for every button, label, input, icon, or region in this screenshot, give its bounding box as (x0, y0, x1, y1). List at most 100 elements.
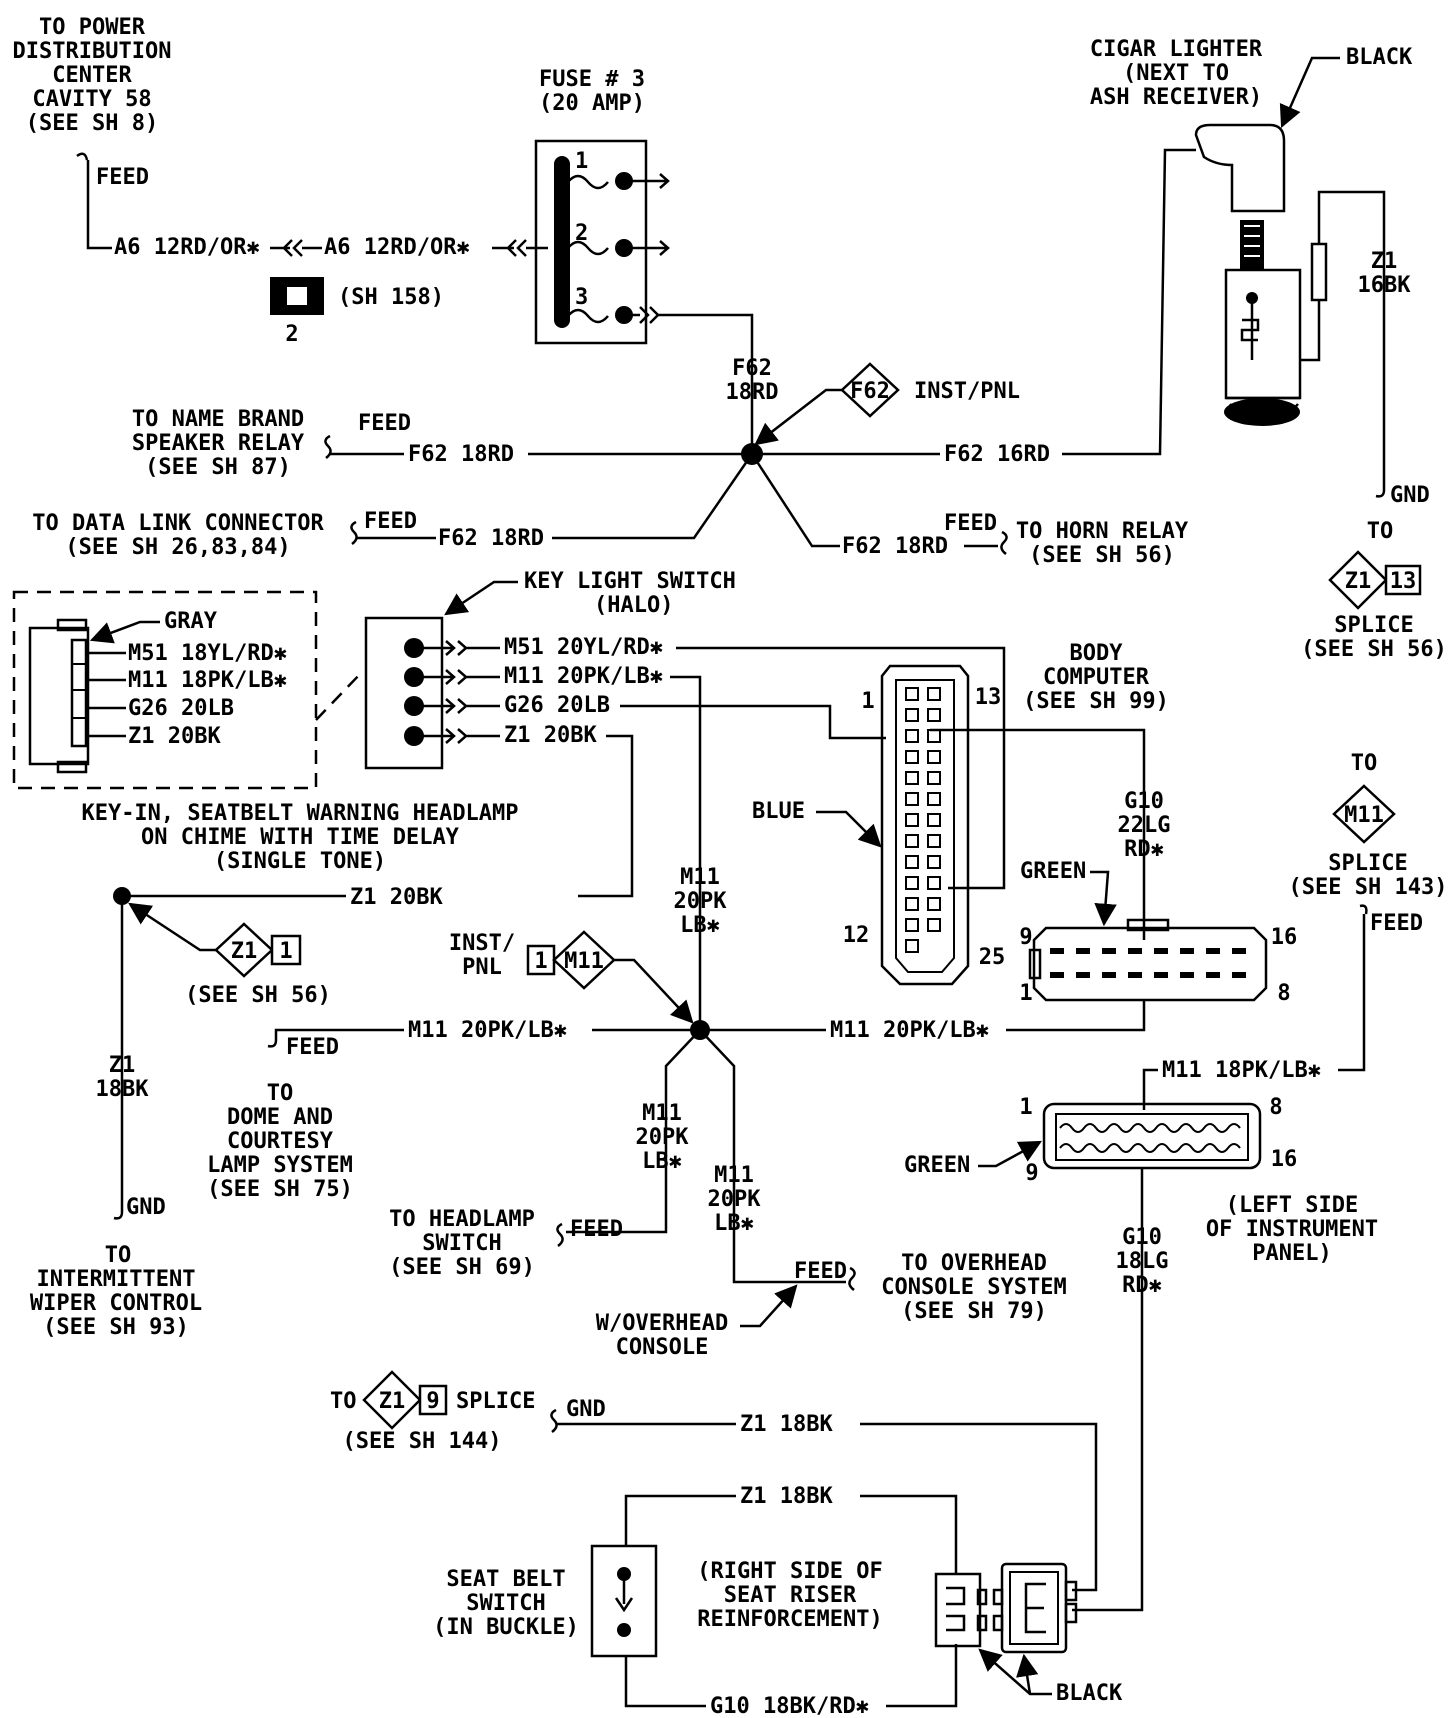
connector-pin (927, 855, 941, 869)
svg-text:G10: G10 (1124, 789, 1164, 814)
seat-belt-switch (590, 1544, 658, 1658)
svg-text:SEAT BELT: SEAT BELT (446, 1567, 565, 1592)
chime-to-switch-link (315, 671, 363, 721)
connector-pin (927, 771, 941, 785)
m11-18pk-label: M11 18PK/LB✱ (1162, 1058, 1321, 1083)
svg-text:REINFORCEMENT): REINFORCEMENT) (697, 1607, 882, 1632)
m11-right-wire (700, 1000, 1146, 1032)
svg-text:(HALO): (HALO) (594, 593, 673, 618)
a6-wire-label-1: A6 12RD/OR✱ (114, 235, 260, 260)
speaker-feed-break (324, 434, 332, 459)
connector-pin (927, 687, 941, 701)
svg-text:KEY-IN, SEATBELT WARNING HEADL: KEY-IN, SEATBELT WARNING HEADLAMP (81, 801, 518, 826)
feed-break (76, 152, 89, 161)
cigar-black-label: BLACK (1346, 45, 1413, 70)
connector-pin (927, 813, 941, 827)
cigar-lighter (1194, 123, 1360, 426)
black-label-seat: BLACK (1056, 1681, 1123, 1706)
svg-text:TO POWER: TO POWER (39, 15, 146, 40)
svg-text:M51 20YL/RD✱: M51 20YL/RD✱ (504, 635, 663, 660)
svg-text:20PK: 20PK (674, 889, 728, 914)
cigar-black-pointer (1279, 56, 1340, 129)
connector-pin (1050, 948, 1064, 954)
f62-16rd-label: F62 16RD (944, 442, 1050, 467)
svg-text:G10: G10 (1122, 1225, 1162, 1250)
z1-18bk-a: Z1 (109, 1053, 136, 1078)
connector-pin (905, 687, 919, 701)
svg-text:3: 3 (575, 285, 588, 310)
horn-relay-label: TO HORN RELAY (SEE SH 56) (1016, 519, 1189, 568)
svg-text:13: 13 (1390, 569, 1417, 594)
svg-text:M11 20PK/LB✱: M11 20PK/LB✱ (504, 664, 663, 689)
connector-pin (1050, 972, 1064, 978)
svg-text:F62: F62 (850, 379, 890, 404)
inline-connector (270, 239, 322, 257)
w-overhead-pointer (740, 1284, 798, 1328)
gray-pointer (89, 620, 160, 644)
m11-splice-143: M11 SPLICE (SEE SH 143) (1289, 784, 1447, 900)
green-label-upper: GREEN (1020, 859, 1086, 884)
datalink-feed-break (350, 520, 358, 545)
right-side-seat-riser-label: (RIGHT SIDE OF SEAT RISER REINFORCEMENT) (697, 1559, 882, 1632)
f62-label: F62 (732, 356, 772, 381)
svg-text:(SEE SH 87): (SEE SH 87) (145, 455, 291, 480)
inst-pnl-pointer (614, 958, 694, 1024)
bc-pin-25: 25 (979, 945, 1006, 970)
svg-text:CONSOLE SYSTEM: CONSOLE SYSTEM (881, 1275, 1066, 1300)
connector-pin (1206, 948, 1220, 954)
connector-pin (1154, 972, 1168, 978)
m11-vertical-label: M11 20PK LB✱ (674, 865, 728, 938)
svg-text:LB✱: LB✱ (642, 1149, 682, 1174)
gnd-label-splice9: GND (566, 1397, 606, 1422)
connector-pin (927, 876, 941, 890)
speaker-relay-label: TO NAME BRAND SPEAKER RELAY (SEE SH 87) (132, 407, 305, 480)
svg-text:INTERMITTENT: INTERMITTENT (37, 1267, 196, 1292)
green-label-lower: GREEN (904, 1153, 970, 1178)
m11-wire-top (670, 675, 702, 1030)
g10-18lg-label: G10 18LG RD✱ (1116, 1225, 1169, 1298)
z1-18bk-wire-top (556, 1422, 1098, 1592)
splice9-gnd-break (550, 1408, 558, 1433)
c16-pin-8: 8 (1277, 981, 1290, 1006)
f62-splice-pointer (754, 388, 842, 446)
chime-connector (28, 618, 90, 774)
svg-text:(RIGHT SIDE OF: (RIGHT SIDE OF (697, 1559, 882, 1584)
seat-riser-connector-large (992, 1562, 1078, 1654)
svg-text:22LG: 22LG (1118, 813, 1171, 838)
g10-22lg-wire (930, 728, 1146, 940)
connector-pin (1128, 948, 1142, 954)
inst-pnl-m11-splice: 1 M11 (526, 930, 616, 990)
svg-text:SWITCH: SWITCH (466, 1591, 545, 1616)
key-light-switch (364, 616, 500, 770)
to-label-wiper: TO (105, 1243, 132, 1268)
svg-text:Z1 20BK: Z1 20BK (128, 724, 221, 749)
svg-text:LB✱: LB✱ (714, 1211, 754, 1236)
a6-wire (86, 160, 112, 250)
g26-wire (620, 704, 886, 740)
c16l-pin-1: 1 (1019, 1095, 1032, 1120)
z1-16bk-a: Z1 (1371, 249, 1398, 274)
black-pointer-seat-2 (1016, 1653, 1039, 1695)
connector-pin (1206, 972, 1220, 978)
fuse-input-arrow (492, 239, 548, 257)
z1-18bk-wire-bottom (624, 1494, 958, 1574)
splice9-see: (SEE SH 144) (343, 1429, 502, 1454)
svg-text:SWITCH: SWITCH (422, 1231, 501, 1256)
f62-splice-diamond: F62 (840, 362, 900, 418)
feed-label-m11: FEED (1370, 911, 1423, 936)
svg-text:Z1: Z1 (1345, 569, 1372, 594)
svg-text:(SEE SH 69): (SEE SH 69) (389, 1255, 535, 1280)
svg-text:ASH RECEIVER): ASH RECEIVER) (1090, 85, 1262, 110)
connector-pin (927, 729, 941, 743)
svg-text:SEAT RISER: SEAT RISER (724, 1583, 857, 1608)
c16l-pin-9: 9 (1025, 1161, 1038, 1186)
svg-text:CONSOLE: CONSOLE (616, 1335, 709, 1360)
m51-wire (676, 646, 1006, 890)
f62-18rd-horn: F62 18RD (842, 534, 948, 559)
connector-pin (905, 897, 919, 911)
fuse-3: FUSE # 3 (20 AMP) 1 2 3 (534, 67, 670, 345)
c16-pin-16: 16 (1271, 925, 1298, 950)
svg-text:(SEE SH 56): (SEE SH 56) (1029, 543, 1175, 568)
bc-pin-12: 12 (843, 923, 870, 948)
connector-pin (905, 708, 919, 722)
